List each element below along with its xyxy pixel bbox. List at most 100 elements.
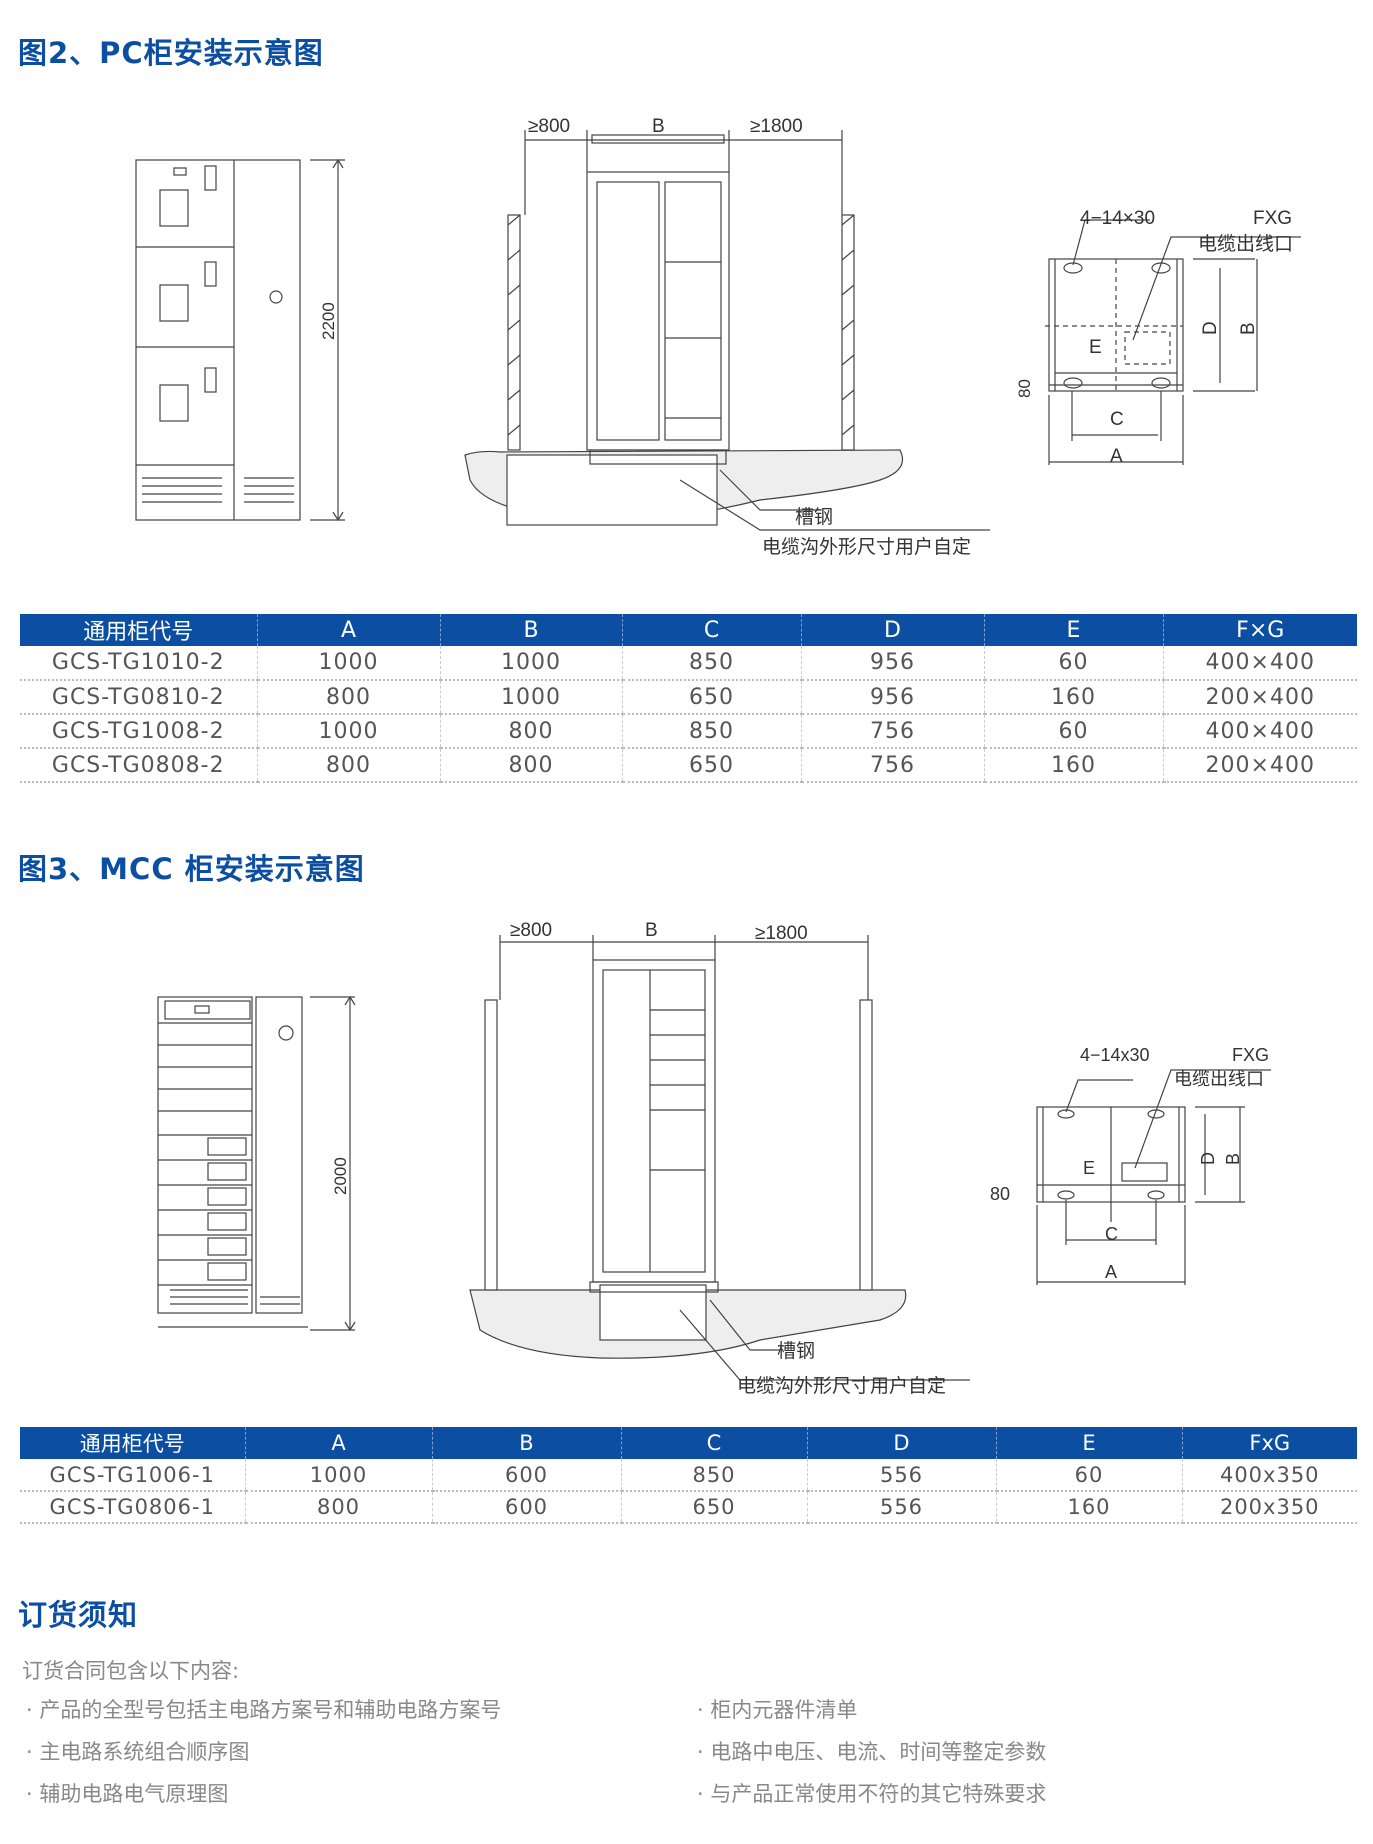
header-cell: A bbox=[257, 614, 441, 646]
holes-label: 4−14x30 bbox=[1080, 1045, 1150, 1065]
table-cell: 1000 bbox=[257, 714, 441, 749]
header-cell: B bbox=[440, 614, 623, 646]
trench-note-label: 电缆沟外形尺寸用户自定 bbox=[737, 1375, 946, 1397]
list-item: · 主电路系统组合顺序图 bbox=[26, 1740, 250, 1764]
left-clearance-label: ≥800 bbox=[528, 116, 570, 137]
dim-e-label: E bbox=[1089, 337, 1102, 358]
header-cell: E bbox=[984, 614, 1164, 646]
list-item: · 辅助电路电气原理图 bbox=[26, 1782, 229, 1806]
table-cell: 556 bbox=[807, 1459, 997, 1492]
channel-steel-label: 槽钢 bbox=[795, 506, 833, 528]
mcc-cabinet-side-view bbox=[469, 935, 970, 1381]
table-cell: GCS-TG0808-2 bbox=[20, 748, 258, 783]
mcc-base-plan-view bbox=[1036, 1069, 1271, 1285]
header-cell: A bbox=[245, 1427, 433, 1459]
table-cell: 200x350 bbox=[1182, 1491, 1357, 1524]
table-cell: 200×400 bbox=[1163, 680, 1357, 715]
dim-e-label: E bbox=[1083, 1158, 1095, 1178]
table-cell: 600 bbox=[432, 1491, 622, 1524]
table-cell: 200×400 bbox=[1163, 748, 1357, 783]
list-item: · 电路中电压、电流、时间等整定参数 bbox=[697, 1740, 1047, 1764]
dim-a-label: A bbox=[1105, 1262, 1117, 1282]
header-cell: C bbox=[622, 614, 802, 646]
figure-2-title: 图2、PC柜安装示意图 bbox=[18, 36, 324, 70]
table-cell: 60 bbox=[984, 714, 1164, 749]
fxg-label: FXG bbox=[1232, 1045, 1269, 1065]
table-cell: 400×400 bbox=[1163, 646, 1357, 681]
list-item: · 产品的全型号包括主电路方案号和辅助电路方案号 bbox=[26, 1698, 502, 1722]
dim-80-label: 80 bbox=[990, 1184, 1010, 1204]
table-cell: 850 bbox=[622, 646, 802, 681]
table-cell: 756 bbox=[801, 748, 985, 783]
list-item: · 柜内元器件清单 bbox=[697, 1698, 858, 1722]
mcc-cabinet-front-view bbox=[157, 995, 356, 1332]
header-cell: FxG bbox=[1182, 1427, 1357, 1459]
table-cell: 956 bbox=[801, 680, 985, 715]
pc-cabinet-side-view bbox=[464, 130, 990, 531]
left-clearance-label: ≥800 bbox=[510, 920, 552, 941]
header-cell: B bbox=[432, 1427, 622, 1459]
pc-base-plan-view bbox=[1045, 219, 1301, 465]
width-b-label: B bbox=[645, 920, 658, 941]
table-cell: 600 bbox=[432, 1459, 622, 1492]
header-cell: D bbox=[807, 1427, 997, 1459]
trench-note-label: 电缆沟外形尺寸用户自定 bbox=[762, 536, 971, 558]
dim-a-label: A bbox=[1110, 446, 1123, 467]
list-item: · 与产品正常使用不符的其它特殊要求 bbox=[697, 1782, 1047, 1806]
table-cell: GCS-TG0806-1 bbox=[20, 1491, 246, 1524]
pc-cabinet-front-view bbox=[135, 158, 345, 522]
table-cell: 756 bbox=[801, 714, 985, 749]
header-cell: C bbox=[621, 1427, 808, 1459]
table-cell: GCS-TG1006-1 bbox=[20, 1459, 246, 1492]
figure-3-title: 图3、MCC 柜安装示意图 bbox=[18, 852, 365, 886]
table-cell: 160 bbox=[984, 748, 1164, 783]
table-cell: 800 bbox=[257, 680, 441, 715]
table-cell: 650 bbox=[622, 680, 802, 715]
header-cell: 通用柜代号 bbox=[20, 1427, 246, 1459]
table-cell: 650 bbox=[622, 748, 802, 783]
height-dim-2000: 2000 bbox=[331, 1157, 350, 1195]
fxg-label: FXG bbox=[1253, 208, 1292, 229]
table-cell: 1000 bbox=[245, 1459, 433, 1492]
right-clearance-label: ≥1800 bbox=[750, 116, 803, 137]
height-dim-2200: 2200 bbox=[319, 302, 338, 340]
cable-outlet-label: 电缆出线口 bbox=[1198, 233, 1293, 255]
table-cell: 400×400 bbox=[1163, 714, 1357, 749]
table-cell: 800 bbox=[245, 1491, 433, 1524]
dim-d-label: D bbox=[1198, 1152, 1218, 1165]
ordering-notice-title: 订货须知 bbox=[18, 1598, 139, 1632]
table-cell: 1000 bbox=[440, 646, 623, 681]
dim-c-label: C bbox=[1105, 1224, 1118, 1244]
dim-b-label: B bbox=[1238, 322, 1259, 335]
table-cell: 850 bbox=[622, 714, 802, 749]
table-cell: 400x350 bbox=[1182, 1459, 1357, 1492]
header-cell: D bbox=[801, 614, 985, 646]
table-cell: 800 bbox=[440, 714, 623, 749]
table-cell: GCS-TG1010-2 bbox=[20, 646, 258, 681]
table-cell: 160 bbox=[996, 1491, 1183, 1524]
table-cell: 60 bbox=[996, 1459, 1183, 1492]
header-cell: 通用柜代号 bbox=[20, 614, 258, 646]
table-cell: 1000 bbox=[257, 646, 441, 681]
channel-steel-label: 槽钢 bbox=[777, 1340, 815, 1362]
dim-b-label: B bbox=[1223, 1153, 1243, 1165]
table-cell: 650 bbox=[621, 1491, 808, 1524]
table-cell: GCS-TG1008-2 bbox=[20, 714, 258, 749]
table-cell: 556 bbox=[807, 1491, 997, 1524]
dim-80-label: 80 bbox=[1015, 379, 1034, 398]
holes-label: 4−14×30 bbox=[1080, 208, 1155, 229]
cable-outlet-label: 电缆出线口 bbox=[1174, 1069, 1264, 1089]
table-cell: 1000 bbox=[440, 680, 623, 715]
table-cell: 956 bbox=[801, 646, 985, 681]
right-clearance-label: ≥1800 bbox=[755, 923, 808, 944]
